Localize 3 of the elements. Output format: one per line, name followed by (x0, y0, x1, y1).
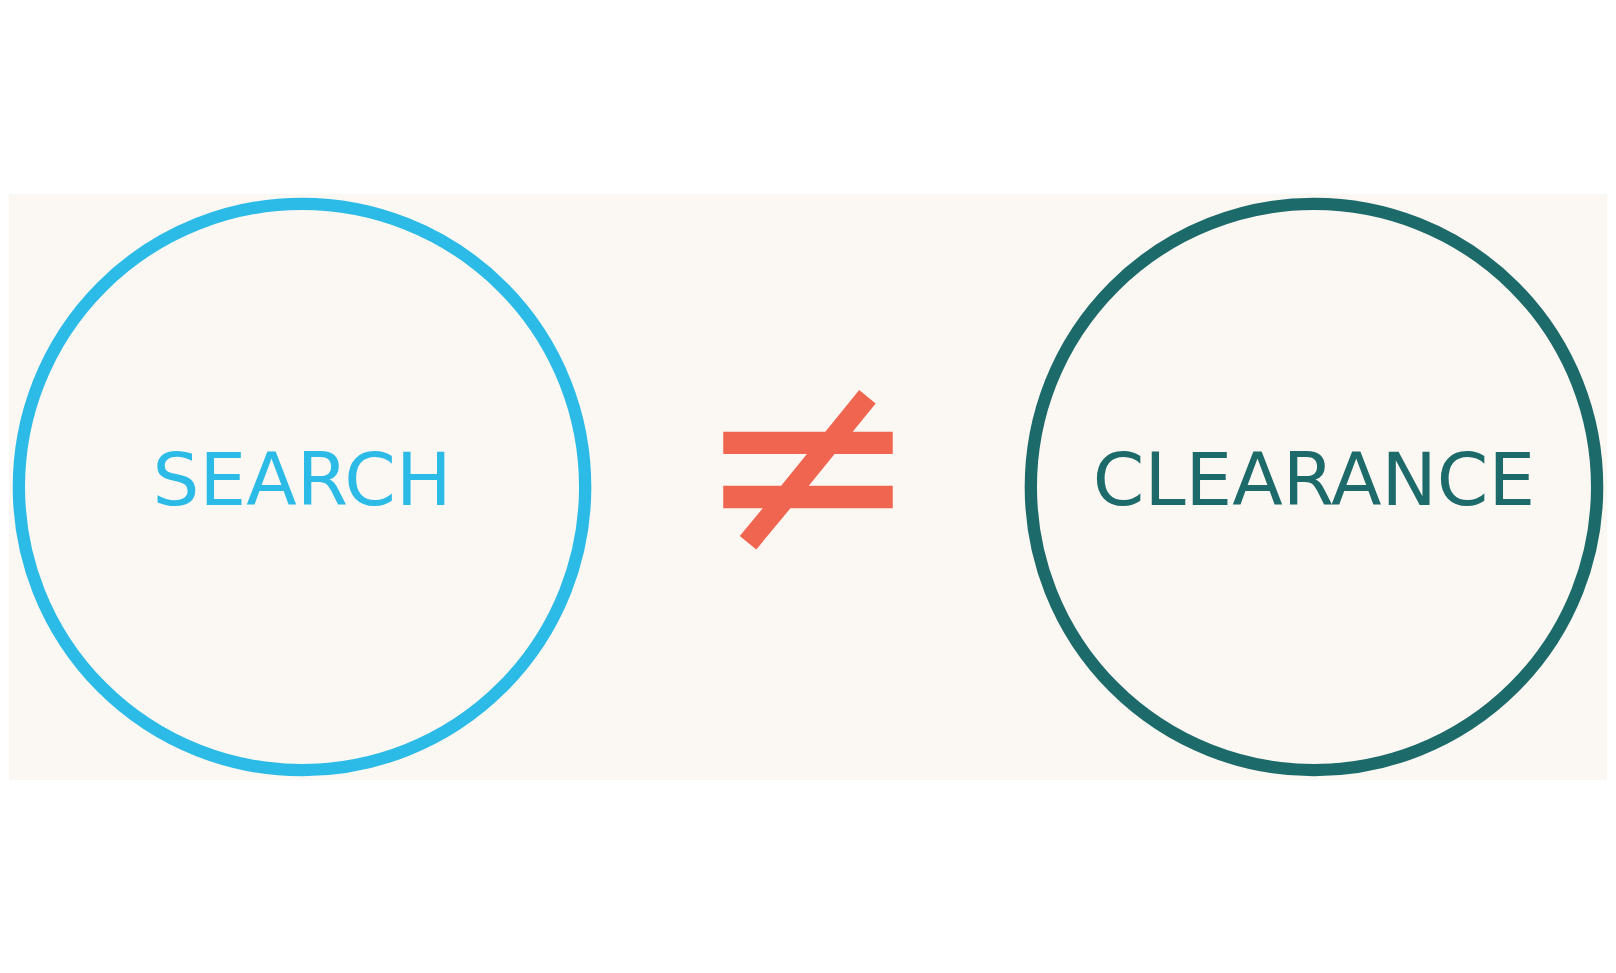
label: ≠ (694, 303, 922, 619)
node-circle: CLEARANCE (1024, 197, 1604, 776)
node-circle: SEARCH (12, 197, 592, 776)
